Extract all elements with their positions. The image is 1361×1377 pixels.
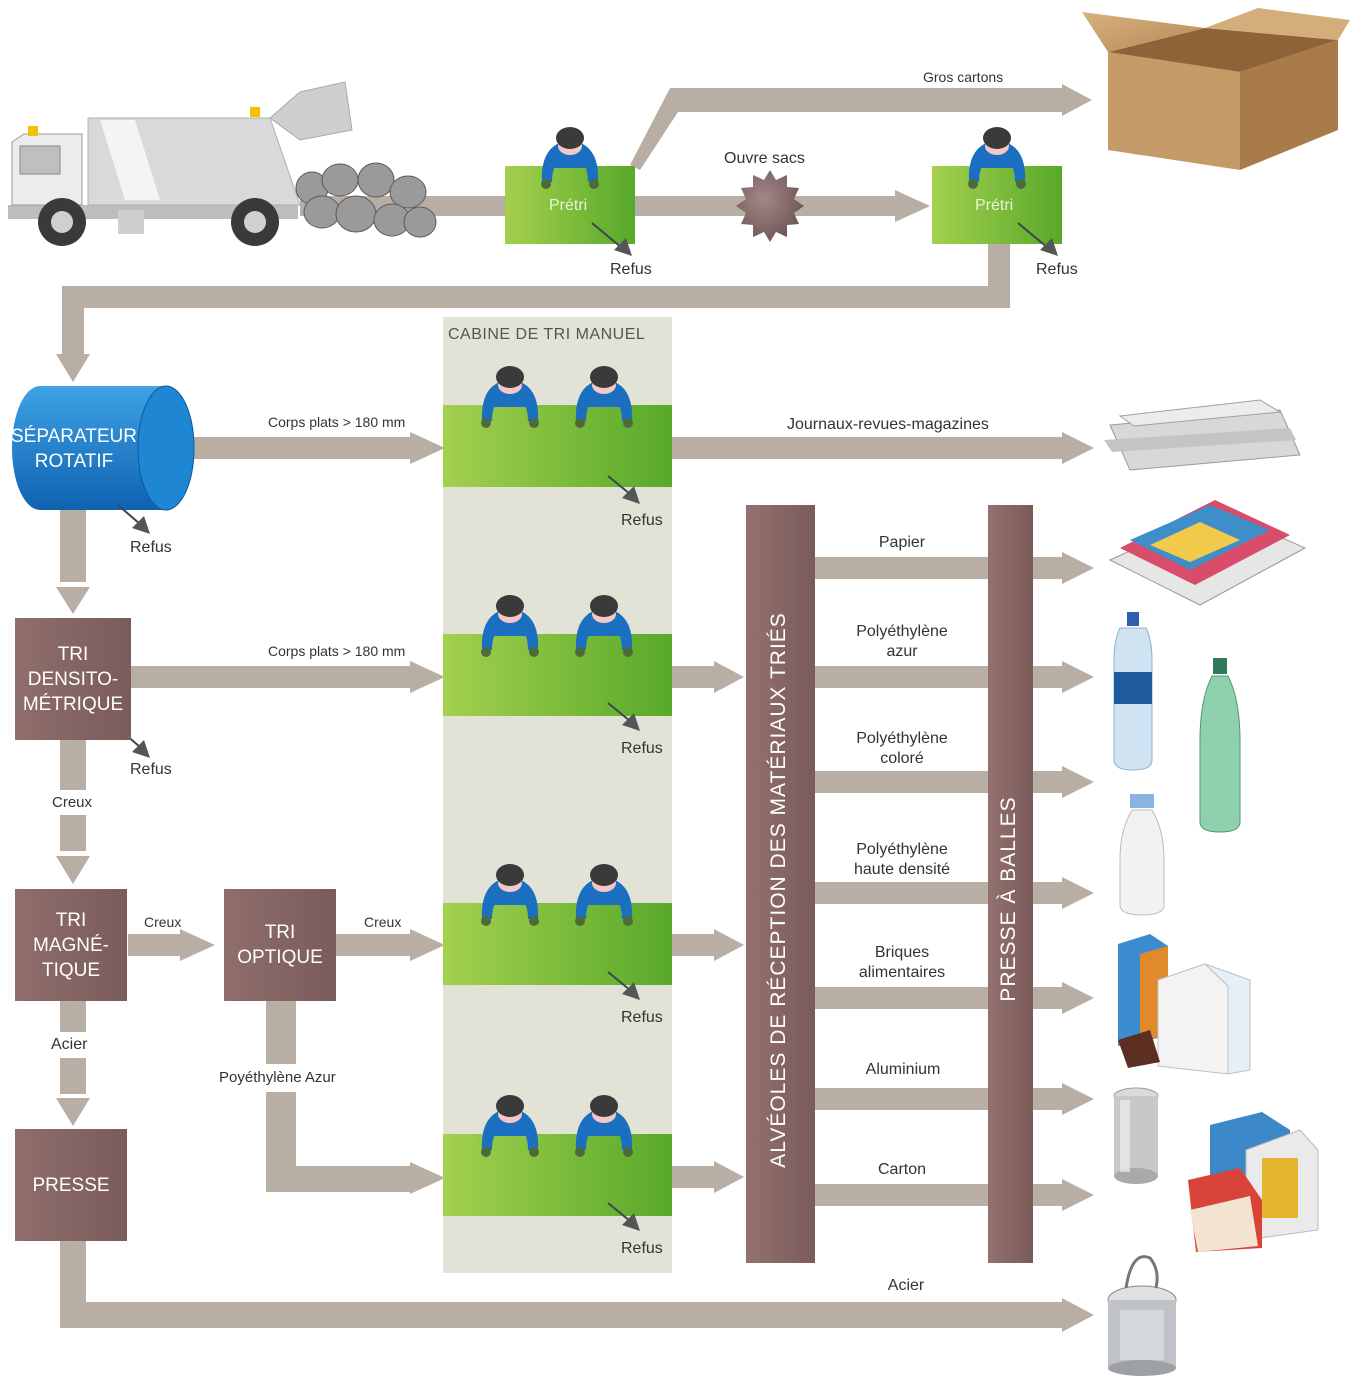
output-label-drink-cartons: Briques alimentaires — [858, 944, 946, 981]
cabin-belt-4 — [443, 1134, 672, 1216]
pretri-1-label: Prétri — [549, 197, 588, 214]
separator-line-2: ROTATIF — [34, 451, 114, 472]
separator-line-1: SÉPARATEUR — [11, 426, 137, 447]
cabin-belt-2 — [443, 634, 672, 716]
worker-icon — [481, 366, 539, 428]
press-label: PRESSE — [32, 1174, 110, 1196]
flat-bodies-label-1: Corps plats > 180 mm — [268, 414, 406, 430]
output-label-cardboard: Carton — [877, 1161, 927, 1178]
cabin-title: CABINE DE TRI MANUEL — [448, 326, 646, 343]
output-label-pe-colored: Polyéthylène coloré — [856, 730, 948, 767]
cabin-belt-1 — [443, 405, 672, 487]
hollow-optical-label: Creux — [364, 914, 402, 930]
bag-opener-icon — [736, 170, 804, 242]
magnetic-line-3: TIQUE — [41, 959, 101, 981]
output-label-hdpe: Polyéthylène haute densité — [853, 841, 951, 878]
worker-icon — [541, 127, 599, 189]
worker-icon — [968, 127, 1026, 189]
worker-icon — [575, 864, 633, 926]
output-label-paper: Papier — [878, 534, 926, 551]
baler-label: PRESSE À BALLES — [997, 796, 1020, 1002]
densitometric-line-3: MÉTRIQUE — [22, 693, 124, 715]
output-label-newspapers: Journaux-revues-magazines — [787, 416, 989, 433]
cabin-reject-label-2: Refus — [621, 740, 663, 757]
alveoles-column — [746, 505, 815, 1263]
output-label-aluminium: Aluminium — [865, 1061, 941, 1078]
drink-cartons-icon — [1118, 934, 1251, 1075]
cabin-reject-label-1: Refus — [621, 512, 663, 529]
hollow-down-label: Creux — [52, 794, 93, 811]
reject-arrows — [117, 222, 1058, 1231]
steel-can-icon — [1107, 1255, 1177, 1376]
magnetic-line-1: TRI — [55, 909, 87, 931]
pretri-2-label: Prétri — [975, 197, 1014, 214]
magnetic-line-2: MAGNÉ- — [33, 934, 109, 956]
worker-icon — [481, 1095, 539, 1157]
optical-line-2: OPTIQUE — [237, 947, 323, 968]
rotary-separator-drum — [12, 385, 195, 511]
worker-icon — [575, 366, 633, 428]
garbage-truck-icon — [8, 81, 353, 246]
optical-sorter: TRI OPTIQUE — [224, 889, 336, 1001]
cabin-reject-label-4: Refus — [621, 1240, 663, 1257]
pretri-2-belt — [932, 166, 1062, 244]
cabin-reject-label-3: Refus — [621, 1009, 663, 1026]
baler-column — [988, 505, 1033, 1263]
densitometric-line-1: TRI — [57, 643, 89, 665]
newspapers-icon — [1104, 399, 1301, 471]
cardboard-box-icon — [1082, 8, 1350, 170]
separator-label: SÉPARATEUR ROTATIF — [10, 424, 138, 474]
alveoles-label: ALVÉOLES DE RÉCEPTION DES MATÉRIAUX TRIÉ… — [767, 612, 790, 1168]
garbage-bags-icon — [295, 162, 437, 238]
cardboard-packaging-icon — [1188, 1112, 1319, 1252]
polyethylene-azur-flow-label: Poyéthylène Azur — [219, 1069, 336, 1086]
magazines-icon — [1108, 500, 1307, 606]
bag-opener-label: Ouvre sacs — [724, 150, 805, 167]
pretri-2-reject-label: Refus — [1036, 261, 1078, 278]
blue-water-bottle-icon — [1113, 612, 1153, 771]
densitometric-sorter: TRI DENSITO- MÉTRIQUE — [15, 618, 131, 740]
green-bottle-icon — [1199, 658, 1241, 833]
aluminium-can-icon — [1113, 1087, 1159, 1184]
separator-reject-label: Refus — [130, 539, 172, 556]
densitometric-line-2: DENSITO- — [27, 668, 119, 690]
pretri-1-reject-label: Refus — [610, 261, 652, 278]
press-machine: PRESSE — [15, 1129, 127, 1241]
output-label-steel: Acier — [887, 1277, 925, 1294]
hollow-right-label: Creux — [144, 914, 182, 930]
worker-icon — [575, 595, 633, 657]
pretri-1-belt — [505, 166, 635, 244]
densito-reject-label: Refus — [130, 761, 172, 778]
flat-bodies-label-2: Corps plats > 180 mm — [268, 643, 406, 659]
worker-icon — [575, 1095, 633, 1157]
output-label-pe-azur: Polyéthylène azur — [856, 623, 948, 660]
worker-icon — [481, 864, 539, 926]
cabin-belt-3 — [443, 903, 672, 985]
steel-down-label: Acier — [51, 1036, 88, 1053]
optical-line-1: TRI — [264, 922, 296, 943]
magnetic-sorter: TRI MAGNÉ- TIQUE — [15, 889, 127, 1001]
worker-icon — [481, 595, 539, 657]
large-cartons-label: Gros cartons — [923, 69, 1004, 85]
workers — [481, 127, 1026, 1157]
milk-bottle-icon — [1119, 794, 1165, 916]
